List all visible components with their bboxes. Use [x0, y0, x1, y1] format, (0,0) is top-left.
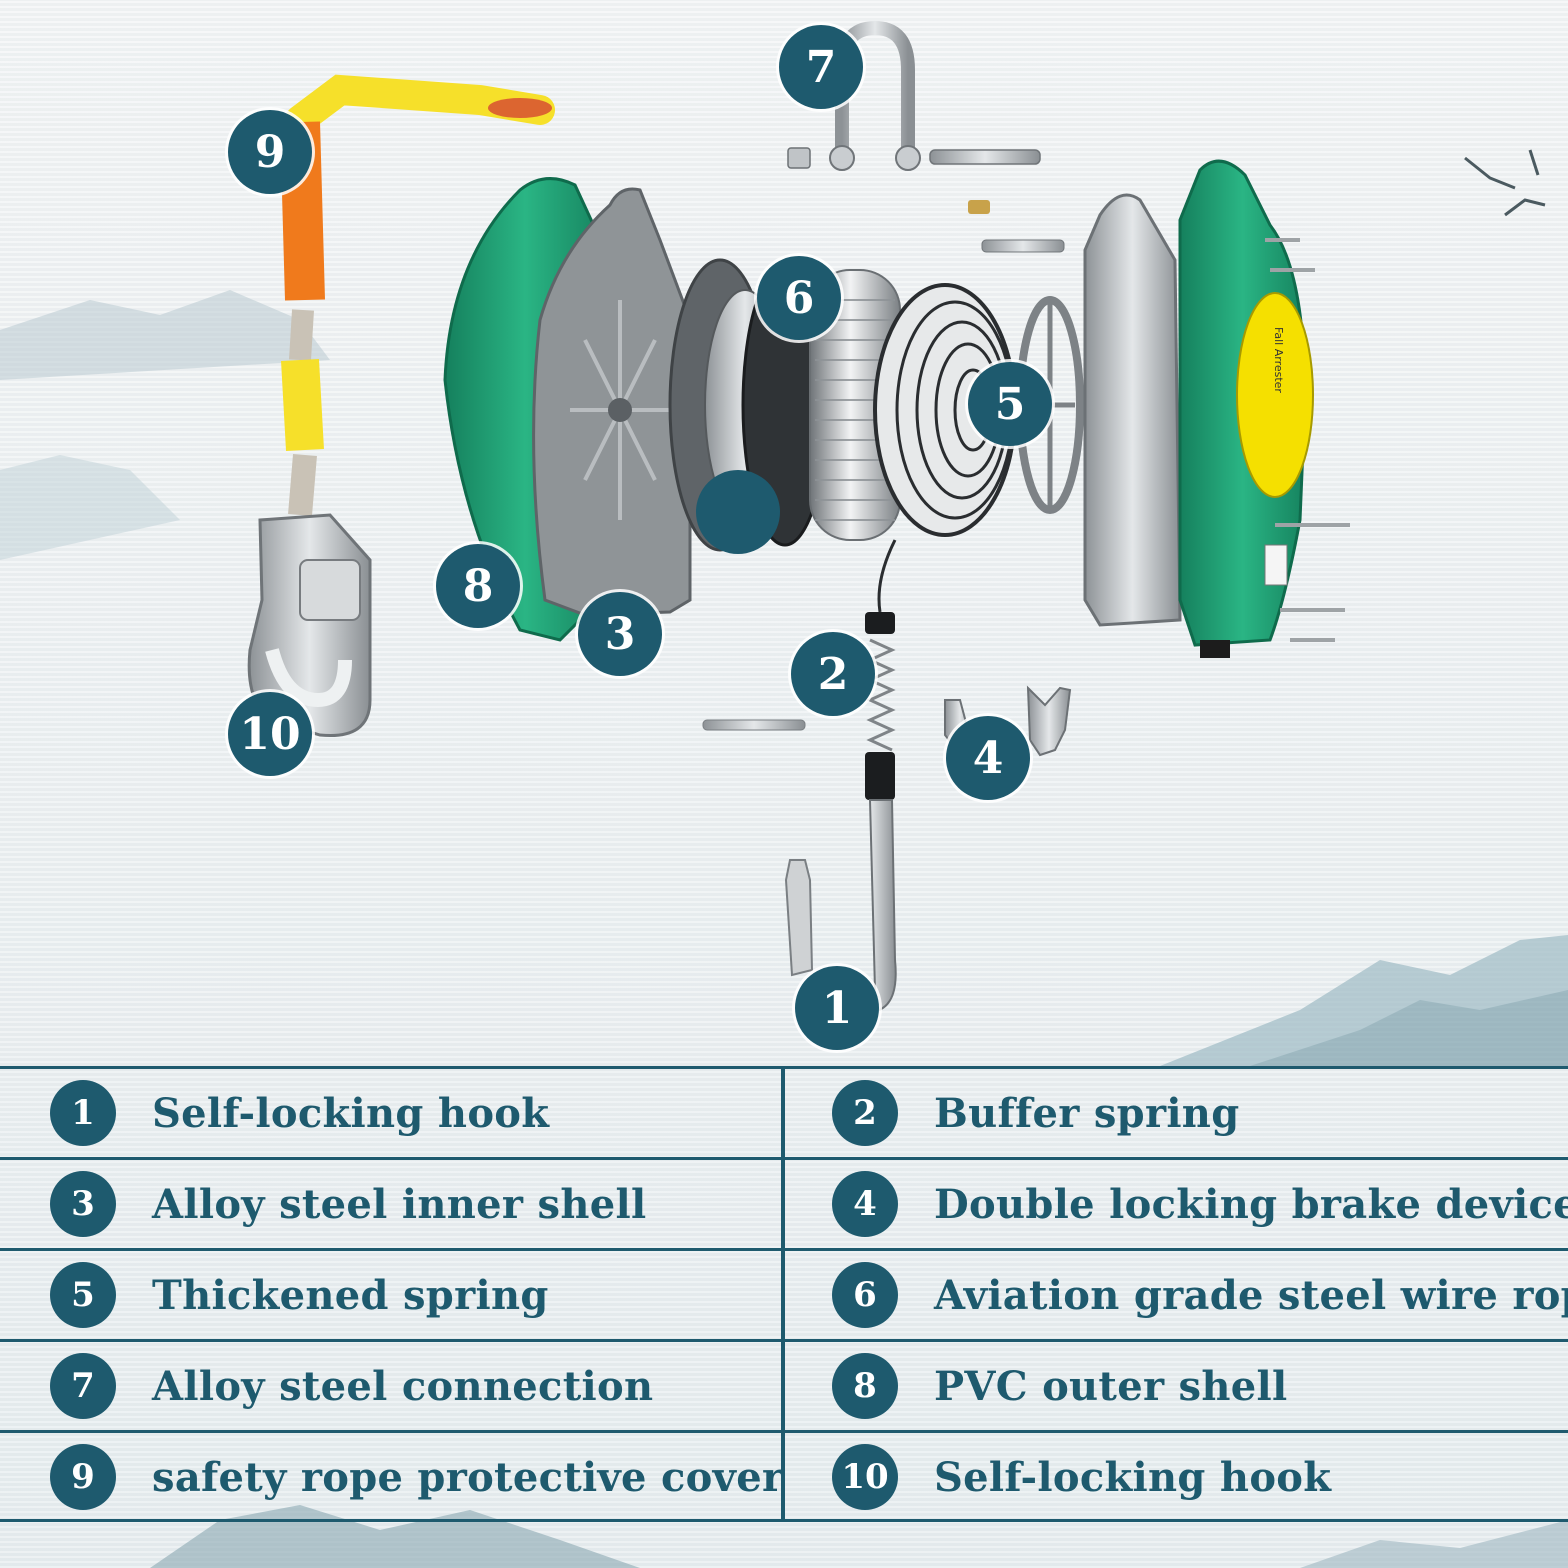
self-locking-hook-10	[247, 513, 372, 738]
legend-number: 1	[50, 1080, 116, 1146]
legend-cell: 4 Double locking brake device	[832, 1160, 1568, 1248]
legend-number: 3	[50, 1171, 116, 1237]
callout-1: 1	[795, 966, 879, 1050]
legend-label: Alloy steel inner shell	[152, 1180, 647, 1228]
callout-2: 2	[791, 632, 875, 716]
callout-8: 8	[436, 544, 520, 628]
legend-number: 9	[50, 1444, 116, 1510]
legend-cell: 6 Aviation grade steel wire rope	[832, 1251, 1568, 1339]
alloy-steel-inner-shell-right	[1083, 193, 1182, 627]
callout-5: 5	[968, 362, 1052, 446]
legend-label: Aviation grade steel wire rope	[934, 1271, 1568, 1319]
callout-6: 6	[757, 256, 841, 340]
legend-row: 1 Self-locking hook 2 Buffer spring	[0, 1069, 1568, 1160]
callout-3: 3	[578, 592, 662, 676]
legend-number: 2	[832, 1080, 898, 1146]
buffer-spring-assembly	[865, 539, 897, 800]
legend-row: 3 Alloy steel inner shell 4 Double locki…	[0, 1160, 1568, 1251]
legend-cell: 10 Self-locking hook	[832, 1433, 1568, 1521]
legend-number: 7	[50, 1353, 116, 1419]
birds-icon	[1464, 149, 1546, 217]
column-divider	[781, 1433, 785, 1521]
legend-number: 8	[832, 1353, 898, 1419]
column-divider	[781, 1069, 785, 1157]
mountain-left	[0, 290, 330, 560]
legend-cell: 1 Self-locking hook	[50, 1069, 770, 1157]
legend-row: 5 Thickened spring 6 Aviation grade stee…	[0, 1251, 1568, 1342]
legend-number: 10	[832, 1444, 898, 1510]
device-brand-label: Fall Arrester	[1272, 327, 1285, 393]
callout-blank-marker	[696, 470, 780, 554]
legend-label: safety rope protective cover	[152, 1453, 784, 1501]
legend-label: Self-locking hook	[934, 1453, 1332, 1501]
legend-cell: 8 PVC outer shell	[832, 1342, 1568, 1430]
legend-cell: 5 Thickened spring	[50, 1251, 770, 1339]
pvc-outer-shell-right: Fall Arrester	[1178, 159, 1350, 658]
callout-4: 4	[946, 716, 1030, 800]
column-divider	[781, 1342, 785, 1430]
legend-cell: 7 Alloy steel connection	[50, 1342, 770, 1430]
legend-label: PVC outer shell	[934, 1362, 1288, 1410]
legend-number: 4	[832, 1171, 898, 1237]
legend-label: Double locking brake device	[934, 1180, 1568, 1228]
legend-label: Self-locking hook	[152, 1089, 550, 1137]
legend-cell: 2 Buffer spring	[832, 1069, 1568, 1157]
legend-cell: 9 safety rope protective cover	[50, 1433, 783, 1521]
legend-table: 1 Self-locking hook 2 Buffer spring 3 Al…	[0, 1066, 1568, 1522]
callout-9: 9	[228, 110, 312, 194]
column-divider	[781, 1160, 785, 1248]
legend-row: 7 Alloy steel connection 8 PVC outer she…	[0, 1342, 1568, 1433]
legend-number: 6	[832, 1262, 898, 1328]
mountain-right	[1160, 935, 1568, 1066]
legend-label: Buffer spring	[934, 1089, 1240, 1137]
legend-row: 9 safety rope protective cover 10 Self-l…	[0, 1433, 1568, 1521]
legend-label: Alloy steel connection	[152, 1362, 654, 1410]
legend-label: Thickened spring	[152, 1271, 549, 1319]
callout-7: 7	[779, 25, 863, 109]
legend-number: 5	[50, 1262, 116, 1328]
callout-10: 10	[228, 692, 312, 776]
column-divider	[781, 1251, 785, 1339]
alloy-steel-inner-shell	[532, 187, 692, 617]
legend-cell: 3 Alloy steel inner shell	[50, 1160, 770, 1248]
